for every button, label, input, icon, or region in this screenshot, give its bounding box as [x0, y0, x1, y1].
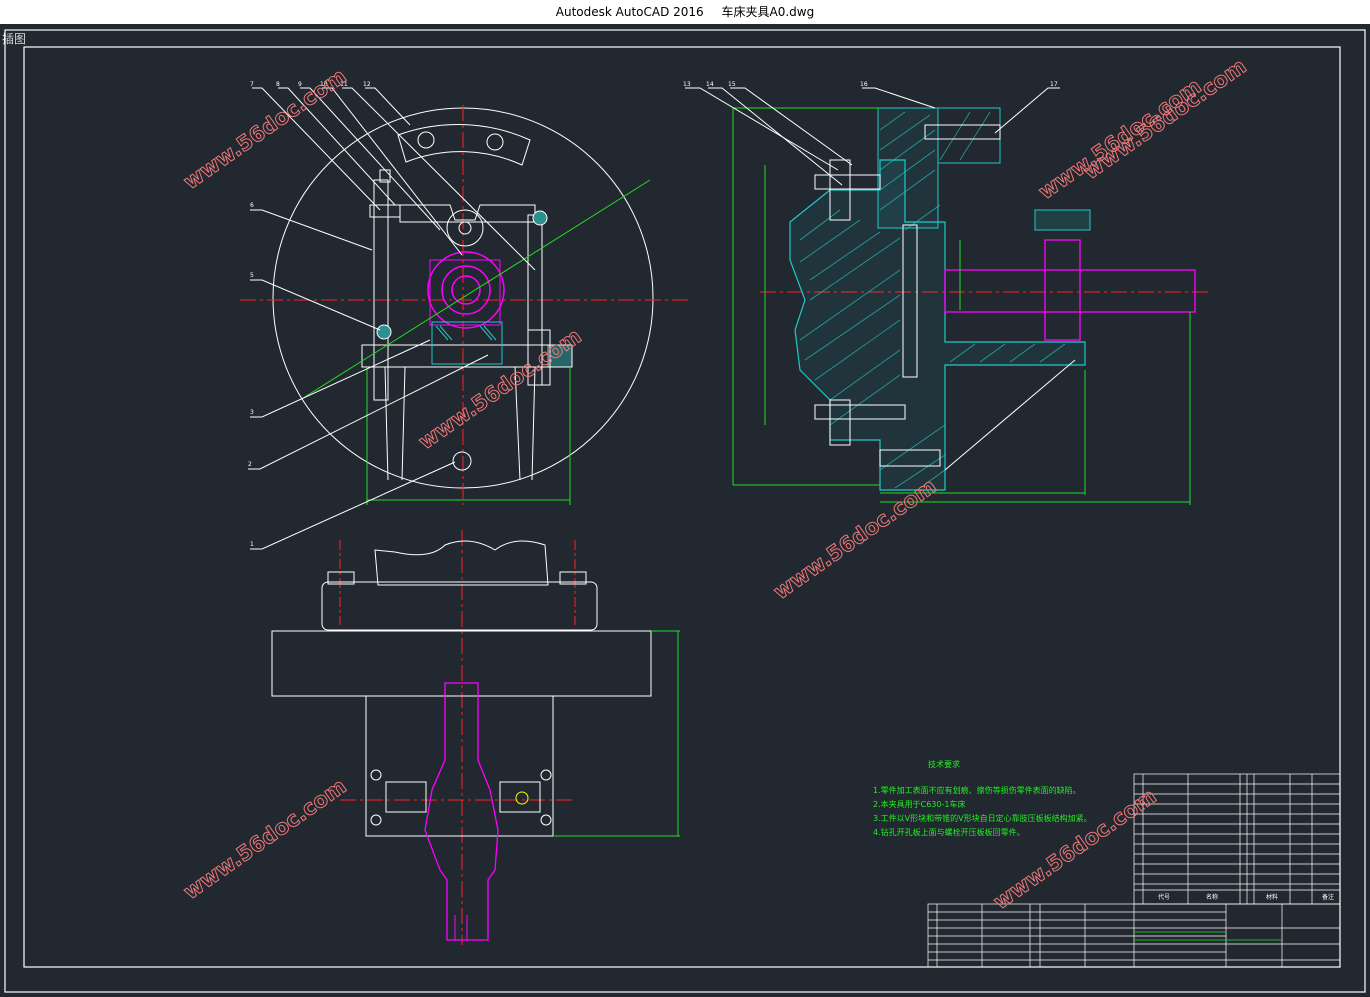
tech-req-title: 技术要求 [928, 759, 960, 769]
balloon-13: 13 [683, 81, 691, 88]
technical-requirements: 技术要求 1.零件加工表面不应有划痕、擦伤等损伤零件表面的缺陷。 2.本夹具用于… [873, 759, 1092, 837]
balloon-7: 7 [250, 81, 254, 88]
balloon-9: 9 [298, 81, 302, 88]
app-title: Autodesk AutoCAD 2016 [555, 5, 704, 19]
outer-frame [4, 29, 1366, 993]
balloon-3: 3 [250, 409, 254, 416]
drawing-viewport[interactable] [0, 24, 1370, 997]
side-section-view: 13 14 15 16 17 [683, 81, 1210, 505]
parts-col-code: 代号 [1158, 893, 1170, 901]
tech-req-item-1: 1.零件加工表面不应有划痕、擦伤等损伤零件表面的缺陷。 [873, 785, 1081, 795]
balloon-17: 17 [1050, 81, 1058, 88]
parts-col-name: 名称 [1206, 893, 1218, 901]
tech-req-item-2: 2.本夹具用于C630-1车床 [873, 799, 965, 809]
balloon-11: 11 [340, 81, 348, 88]
balloon-15: 15 [728, 81, 736, 88]
file-name: 车床夹具A0.dwg [721, 5, 815, 19]
top-view [271, 530, 680, 945]
front-view: 7 8 9 10 11 12 6 5 3 2 1 [240, 81, 690, 550]
balloon-16: 16 [860, 81, 868, 88]
balloon-12: 12 [363, 81, 371, 88]
watermark: www.56doc.com [414, 324, 586, 454]
watermark: www.56doc.com [1079, 54, 1251, 184]
balloon-6: 6 [250, 202, 254, 209]
window-title-bar: Autodesk AutoCAD 2016 车床夹具A0.dwg [0, 0, 1370, 24]
balloon-8: 8 [276, 81, 280, 88]
tech-req-item-3: 3.工件以V形块和带锥的V形块自日定心靠肢压板板结构加紧。 [873, 813, 1092, 823]
parts-list [1133, 773, 1341, 905]
parts-col-material: 材料 [1266, 893, 1278, 901]
balloon-1: 1 [250, 541, 254, 548]
parts-col-note: 备注 [1322, 893, 1334, 901]
tech-req-item-4: 4.钻孔开孔板上面与螺栓开压板板回零件。 [873, 827, 1025, 837]
watermark: www.56doc.com [989, 784, 1161, 914]
title-block [927, 903, 1341, 968]
balloon-10: 10 [320, 81, 328, 88]
watermark: www.56doc.com [179, 774, 351, 904]
viewport-label[interactable]: 插图 [2, 32, 27, 46]
watermark: www.56doc.com [769, 474, 941, 604]
balloon-14: 14 [706, 81, 714, 88]
inner-frame [23, 46, 1341, 968]
watermarks: www.56doc.com www.56doc.com www.56doc.co… [179, 53, 1252, 914]
title-block-green [1134, 931, 1282, 941]
balloon-2: 2 [248, 461, 252, 468]
balloon-5: 5 [250, 272, 254, 279]
